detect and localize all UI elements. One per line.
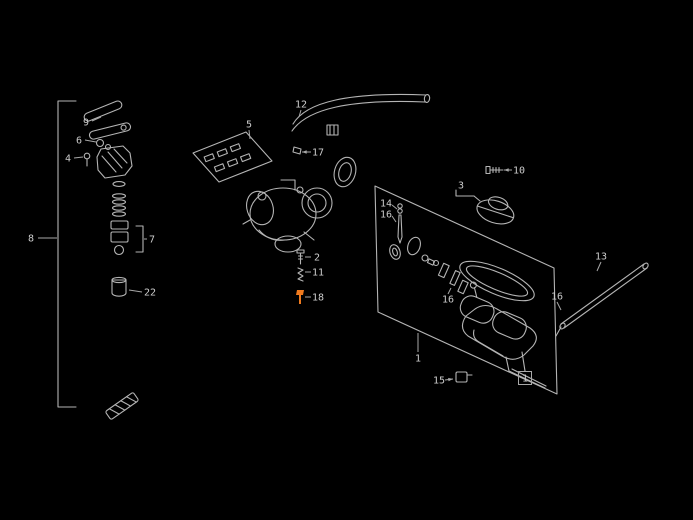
arrowhead-icon (504, 168, 509, 172)
float-valve (421, 254, 436, 266)
part-label-1[interactable]: 1 (415, 354, 421, 365)
part-label-2[interactable]: 2 (314, 253, 320, 264)
bracket-part-7 (135, 225, 144, 253)
hose-clip (326, 124, 339, 136)
leader-line (73, 156, 84, 159)
part-label-22[interactable]: 22 (144, 288, 156, 299)
top-cap-set-part-3 (455, 189, 515, 225)
clip-part-17 (292, 146, 302, 155)
part-label-16[interactable]: 16 (380, 210, 392, 221)
part-label-13[interactable]: 13 (595, 252, 607, 263)
bracket-part-8 (57, 100, 77, 408)
washer (104, 143, 112, 151)
gasket-sheet-part-5 (192, 131, 273, 183)
arrowhead-icon (448, 377, 453, 382)
leader-line (391, 204, 398, 210)
leader-line (91, 116, 102, 122)
part-15 (455, 371, 473, 383)
part-label-18[interactable]: 18 (312, 293, 324, 304)
drain-tube-part-13 (555, 262, 649, 337)
leader-line (84, 139, 97, 143)
leader-line (248, 129, 251, 140)
screw-part-2 (296, 249, 305, 265)
part-label-11[interactable]: 11 (312, 268, 324, 279)
leader-line (391, 215, 397, 223)
part-label-5[interactable]: 5 (246, 120, 252, 131)
float-bowl (461, 304, 547, 389)
part-label-4[interactable]: 4 (65, 154, 71, 165)
part-label-1[interactable]: 1 (522, 374, 528, 385)
fuel-hose-part-12 (291, 93, 431, 136)
part-label-15[interactable]: 15 (433, 376, 445, 387)
bowl-gasket (459, 260, 535, 302)
leader-line (128, 289, 143, 293)
leader-line (556, 301, 562, 311)
leader-line (447, 287, 452, 295)
fuel-valve-assembly (83, 100, 144, 420)
part-label-3[interactable]: 3 (458, 181, 464, 192)
part-label-8[interactable]: 8 (28, 234, 34, 245)
leader-line (298, 109, 302, 118)
arrowhead-icon (302, 150, 307, 154)
part-label-17[interactable]: 17 (312, 148, 324, 159)
part-label-14[interactable]: 14 (380, 199, 392, 210)
part-label-12[interactable]: 12 (295, 100, 307, 111)
throttle-valve (407, 236, 421, 256)
washer (95, 138, 105, 148)
leader-line (596, 261, 602, 272)
part-label-6[interactable]: 6 (76, 136, 82, 147)
exploded-view-panel (374, 185, 558, 395)
float (459, 281, 527, 340)
spring-washer-stack (110, 181, 129, 256)
part-label-9[interactable]: 9 (83, 118, 89, 129)
part-label-16[interactable]: 16 (442, 295, 454, 306)
screw-part-4 (83, 152, 91, 167)
label-box (518, 371, 532, 385)
part-label-16[interactable]: 16 (551, 292, 563, 303)
joint-ring (333, 156, 357, 188)
strainer-cup-part-22 (111, 276, 127, 297)
screw-part-10 (485, 165, 504, 175)
jet-set (432, 259, 469, 295)
valve-body (96, 145, 133, 179)
jet-needle-set (389, 203, 403, 260)
spring-part-11 (297, 267, 304, 282)
carburetor-body (242, 179, 333, 253)
part-label-10[interactable]: 10 (513, 166, 525, 177)
hatched-bolt (105, 392, 139, 420)
part-label-7[interactable]: 7 (149, 235, 155, 246)
highlighted-part-18[interactable] (296, 290, 304, 304)
